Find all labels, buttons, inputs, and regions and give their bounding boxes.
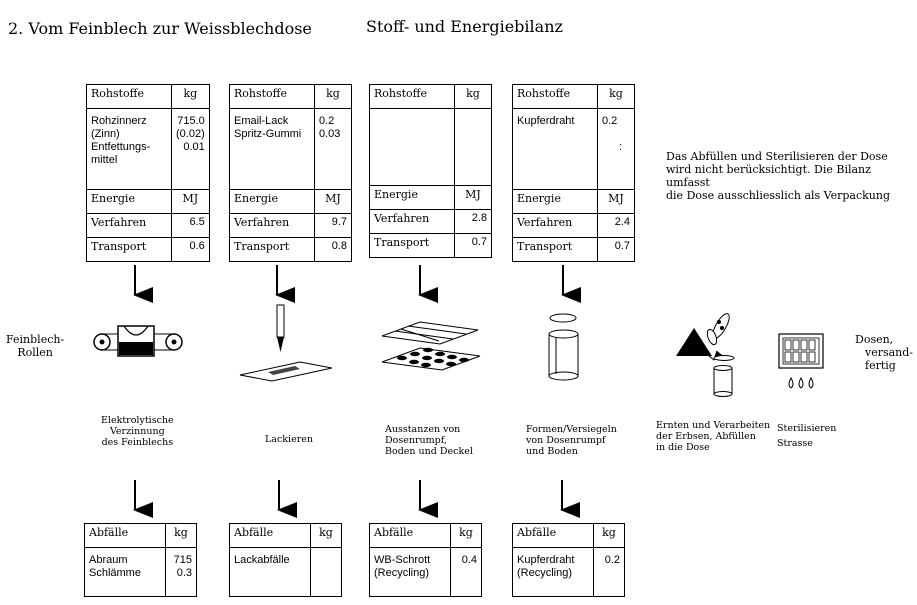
- process-energy-label: Verfahren: [86, 213, 172, 238]
- pea-processing-icon: [676, 313, 735, 397]
- transport-energy-label: Transport: [229, 237, 315, 262]
- transport-energy-label: Transport: [369, 233, 455, 258]
- process-energy-value: 2.8: [454, 209, 492, 234]
- waste-values: [310, 547, 342, 597]
- transport-energy-value: 0.8: [314, 237, 352, 262]
- scope-note: Das Abfüllen und Sterilisieren der Dose …: [666, 150, 891, 202]
- raw-materials: Kupferdraht: [512, 108, 598, 190]
- raw-material-values: [454, 108, 492, 186]
- header-rohstoffe: Rohstoffe: [229, 84, 315, 109]
- end-label: Dosen,versand-fertig: [855, 333, 914, 372]
- energy-unit: MJ: [171, 189, 210, 214]
- stamping-sheets-icon: [381, 321, 481, 371]
- transport-energy-value: 0.6: [171, 237, 210, 262]
- energy-unit: MJ: [597, 189, 635, 214]
- header-abfaelle: Abfälle: [229, 523, 311, 548]
- transport-energy-value: 0.7: [597, 237, 635, 262]
- process-energy-value: 2.4: [597, 213, 635, 238]
- header-rohstoffe: Rohstoffe: [512, 84, 598, 109]
- waste-values: 0.4: [450, 547, 482, 597]
- section-title: Stoff- und Energiebilanz: [366, 17, 563, 36]
- header-kg: kg: [310, 523, 342, 548]
- waste-items: Kupferdraht(Recycling): [512, 547, 594, 597]
- header-kg: kg: [171, 84, 210, 109]
- energy-label: Energie: [86, 189, 172, 214]
- waste-items: WB-Schrott(Recycling): [369, 547, 451, 597]
- header-kg: kg: [314, 84, 352, 109]
- raw-material-values: 0.2:: [597, 108, 635, 190]
- transport-energy-label: Transport: [512, 237, 598, 262]
- transport-energy-label: Transport: [86, 237, 172, 262]
- tinning-rollers-icon: [93, 325, 183, 357]
- can-body-icon: [548, 313, 579, 381]
- header-rohstoffe: Rohstoffe: [86, 84, 172, 109]
- process-label-lackieren: Lackieren: [265, 434, 313, 445]
- sterilisation-tray-icon: [778, 333, 824, 389]
- waste-values: 0.2: [593, 547, 625, 597]
- process-energy-label: Verfahren: [512, 213, 598, 238]
- header-abfaelle: Abfälle: [512, 523, 594, 548]
- lacquering-brush-icon: [239, 304, 333, 382]
- page-title: 2. Vom Feinblech zur Weissblechdose: [8, 19, 312, 38]
- process-energy-label: Verfahren: [229, 213, 315, 238]
- process-energy-value: 9.7: [314, 213, 352, 238]
- raw-material-values: 715.0(0.02)0.01: [171, 108, 210, 190]
- start-label: Feinblech-Rollen: [6, 333, 65, 359]
- header-kg: kg: [450, 523, 482, 548]
- waste-items: Lackabfälle: [229, 547, 311, 597]
- transport-energy-value: 0.7: [454, 233, 492, 258]
- header-kg: kg: [165, 523, 197, 548]
